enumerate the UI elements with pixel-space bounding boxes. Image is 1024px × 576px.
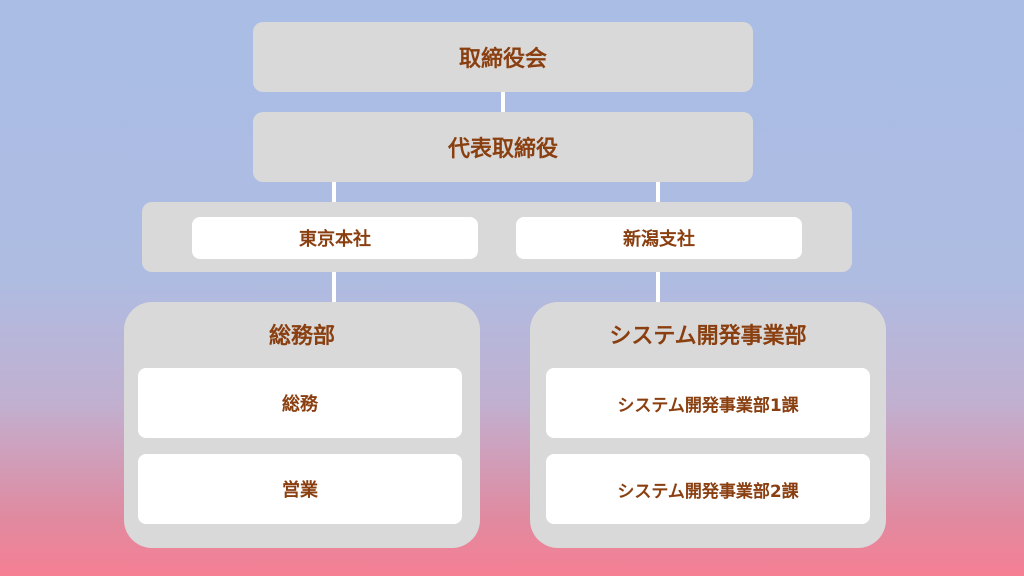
unit-system-dev-1-label: システム開発事業部1課 (617, 395, 799, 416)
department-system-development-name: システム開発事業部 (609, 324, 807, 349)
office-tokyo-box: 東京本社 (192, 217, 478, 259)
office-niigata-box: 新潟支社 (516, 217, 802, 259)
unit-system-dev-1: システム開発事業部1課 (546, 368, 870, 438)
office-tokyo-label: 東京本社 (299, 229, 371, 250)
connector-board-president (501, 92, 505, 114)
representative-director-label: 代表取締役 (447, 137, 558, 162)
representative-director-box: 代表取締役 (253, 112, 753, 182)
unit-system-dev-2: システム開発事業部2課 (546, 454, 870, 524)
department-general-affairs-name: 総務部 (268, 324, 335, 349)
office-niigata-label: 新潟支社 (623, 229, 695, 250)
offices-container: 東京本社 新潟支社 (142, 202, 852, 272)
unit-sales-label: 営業 (282, 480, 318, 501)
department-system-development-title: システム開発事業部 (530, 314, 886, 354)
board-of-directors-box: 取締役会 (253, 22, 753, 92)
unit-system-dev-2-label: システム開発事業部2課 (617, 481, 799, 502)
department-general-affairs: 総務部 総務 営業 (124, 302, 480, 548)
unit-sales: 営業 (138, 454, 462, 524)
unit-general-affairs-label: 総務 (282, 394, 318, 415)
department-system-development: システム開発事業部 システム開発事業部1課 システム開発事業部2課 (530, 302, 886, 548)
connector-tokyo-general-affairs (332, 272, 336, 304)
connector-president-tokyo (332, 182, 336, 204)
unit-general-affairs: 総務 (138, 368, 462, 438)
connector-president-niigata (656, 182, 660, 204)
connector-niigata-system-dev (656, 272, 660, 304)
department-general-affairs-title: 総務部 (124, 314, 480, 354)
board-of-directors-label: 取締役会 (458, 47, 547, 72)
